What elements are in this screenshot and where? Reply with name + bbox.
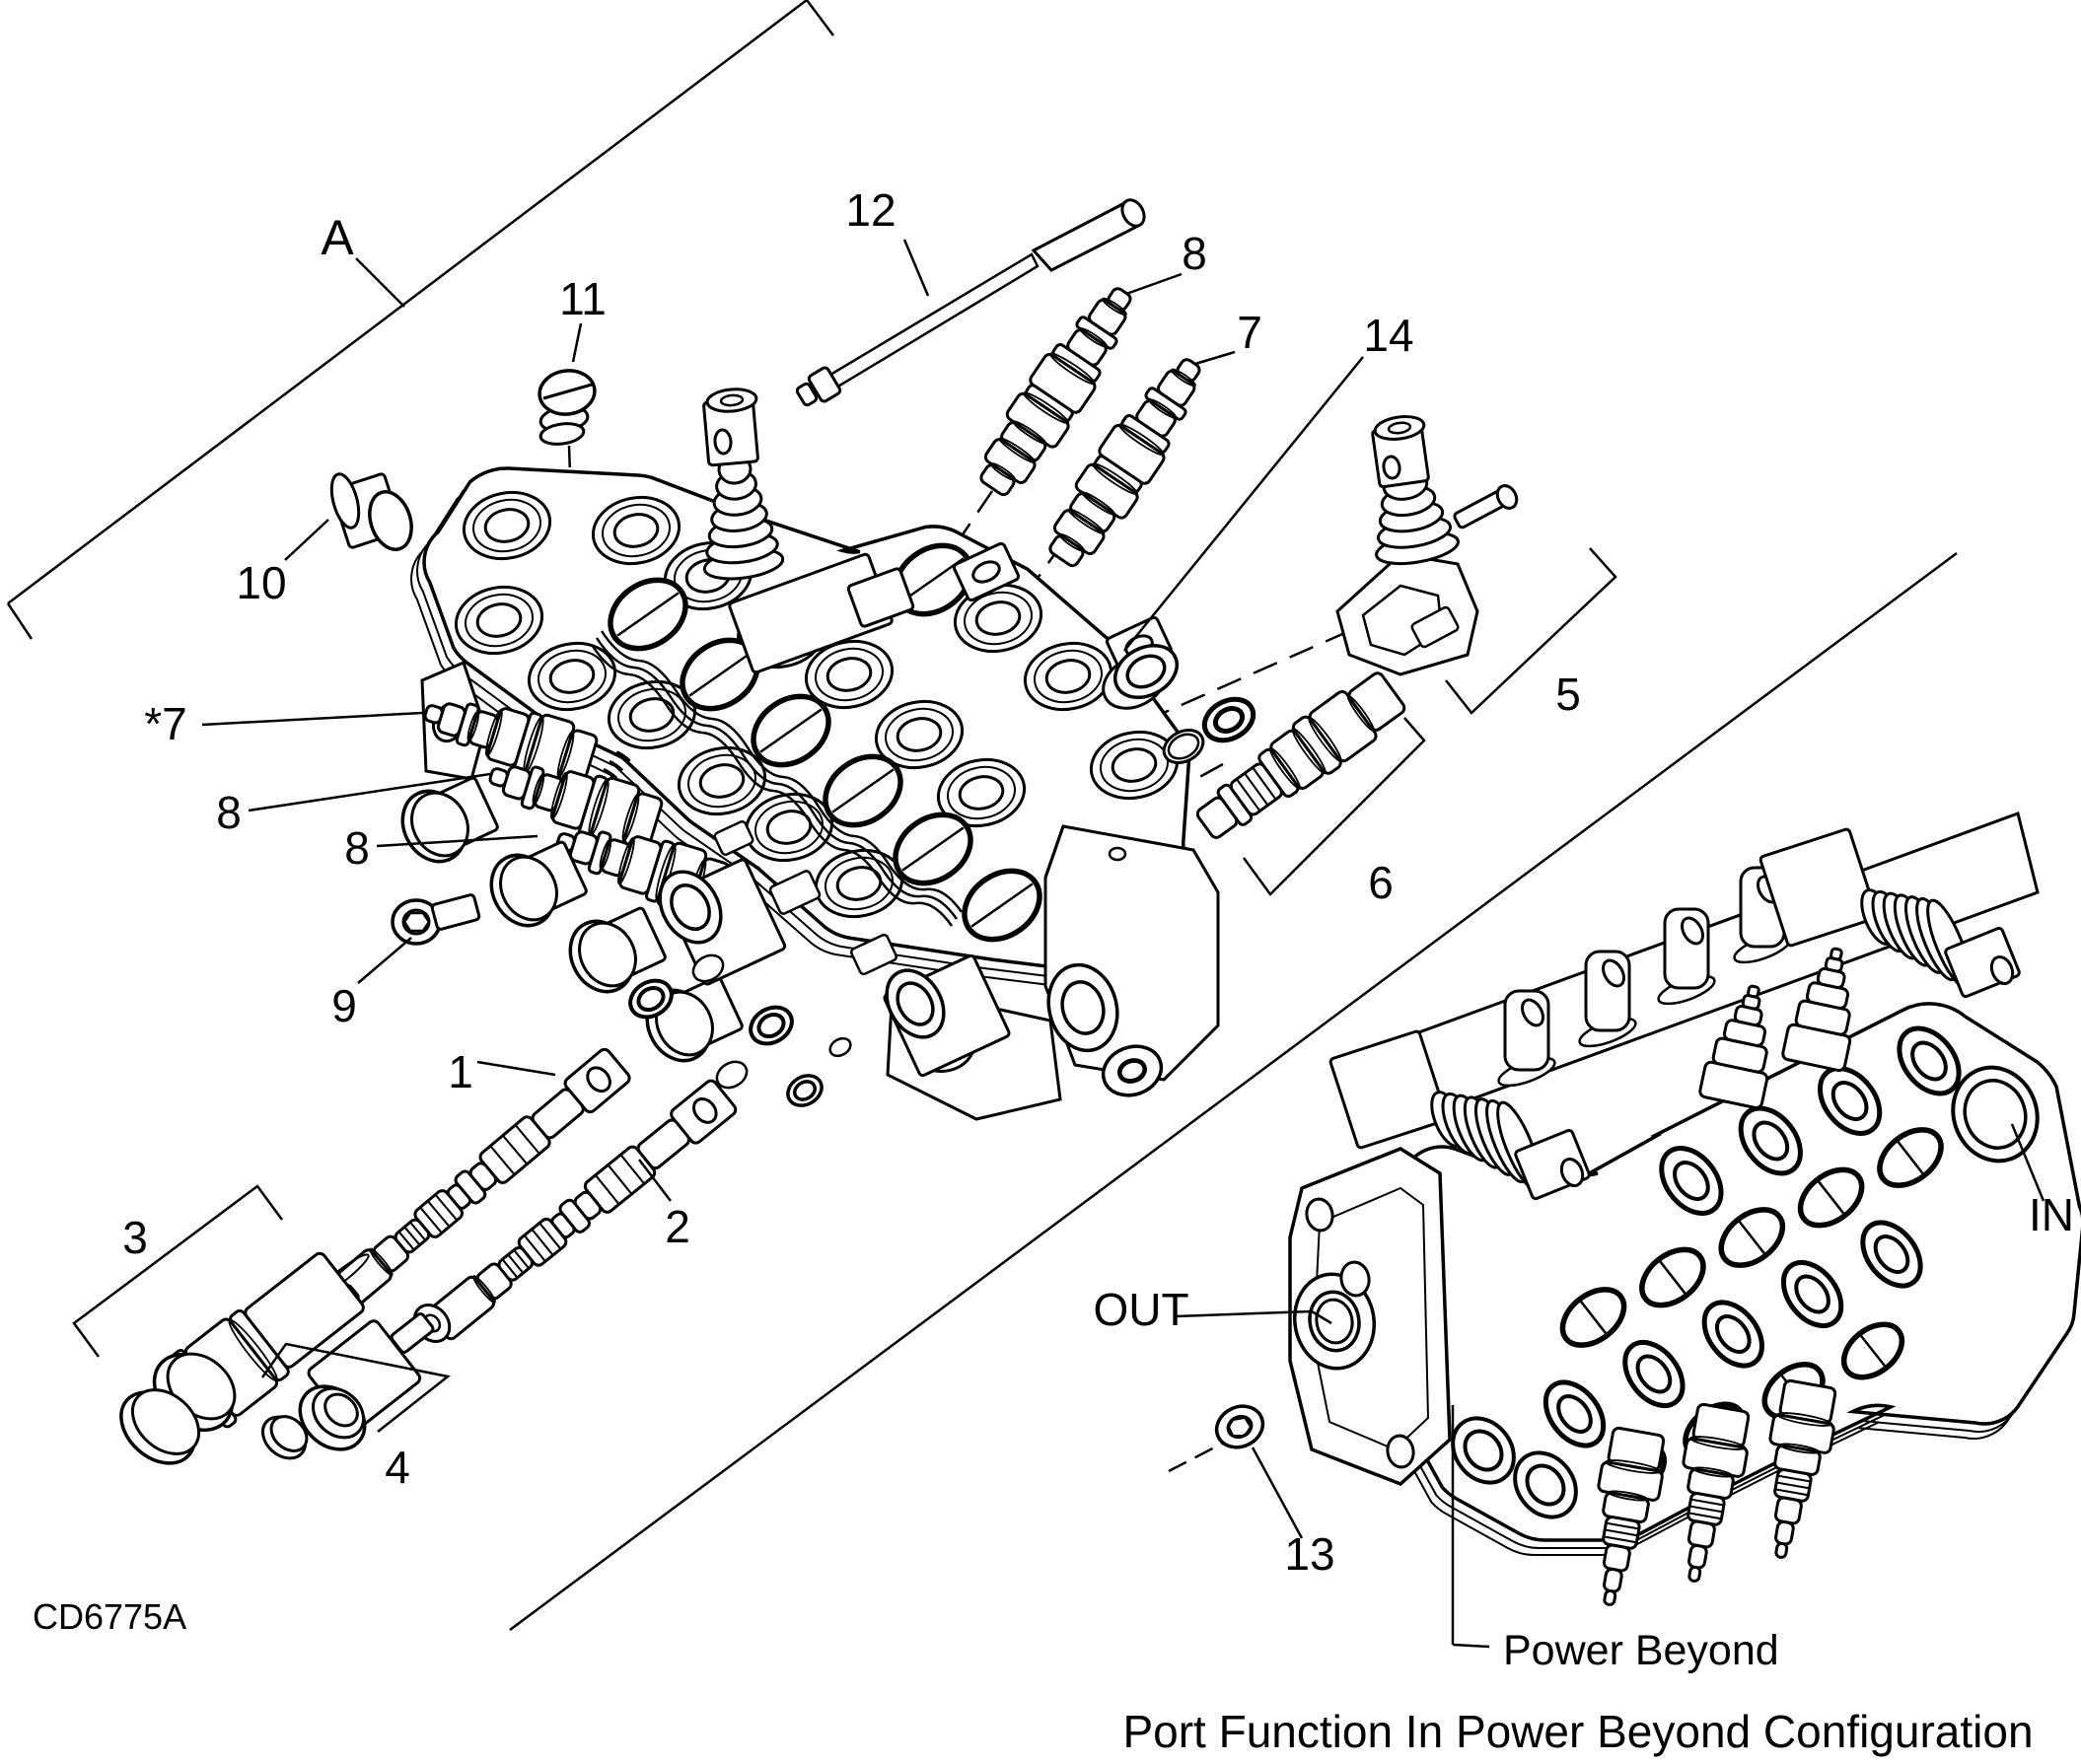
svg-text:7: 7 xyxy=(1237,307,1262,358)
svg-text:8: 8 xyxy=(344,822,370,874)
svg-text:A: A xyxy=(321,210,354,265)
svg-text:CD6775A: CD6775A xyxy=(33,1596,186,1637)
svg-text:13: 13 xyxy=(1284,1528,1334,1580)
svg-text:4: 4 xyxy=(385,1442,410,1493)
svg-text:10: 10 xyxy=(236,557,286,608)
svg-text:Port Function In Power Beyond: Port Function In Power Beyond Configurat… xyxy=(1122,1706,2033,1757)
svg-text:8: 8 xyxy=(216,787,242,838)
svg-text:14: 14 xyxy=(1363,310,1413,361)
svg-text:1: 1 xyxy=(448,1046,473,1097)
svg-text:OUT: OUT xyxy=(1093,1284,1188,1335)
svg-text:2: 2 xyxy=(665,1201,690,1252)
svg-text:Power Beyond: Power Beyond xyxy=(1503,1627,1779,1674)
svg-text:8: 8 xyxy=(1182,228,1207,279)
svg-text:6: 6 xyxy=(1368,857,1394,908)
svg-text:12: 12 xyxy=(845,184,896,236)
svg-text:11: 11 xyxy=(559,273,607,324)
svg-text:5: 5 xyxy=(1555,669,1581,720)
svg-text:IN: IN xyxy=(2029,1189,2074,1240)
svg-text:3: 3 xyxy=(122,1212,148,1263)
svg-text:9: 9 xyxy=(331,980,357,1031)
svg-text:*7: *7 xyxy=(144,698,186,749)
